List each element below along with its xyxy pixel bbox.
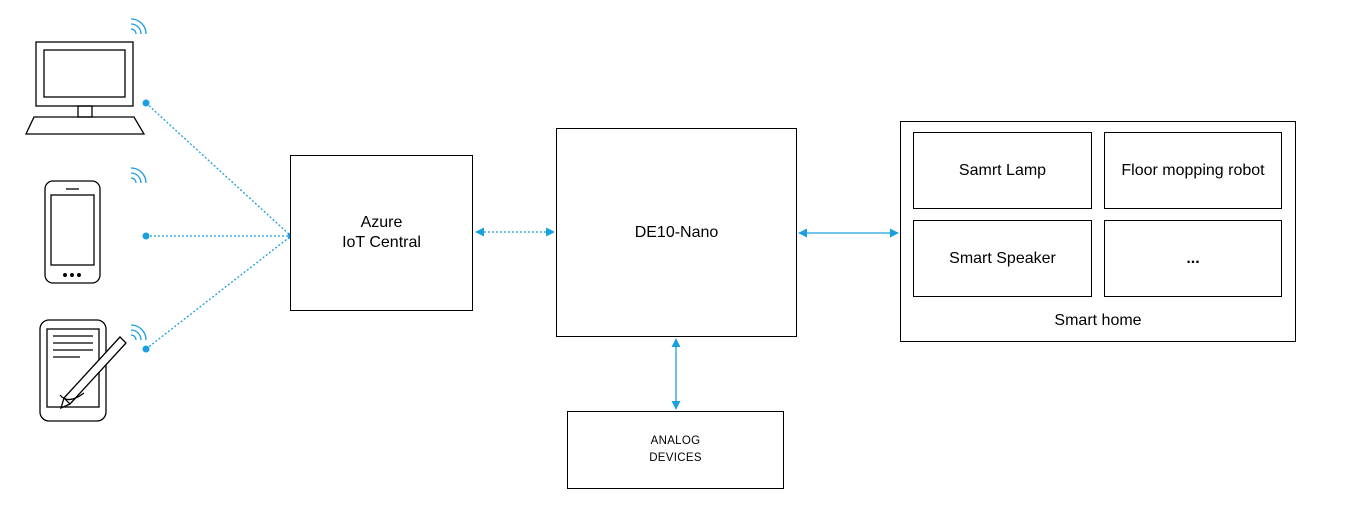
- smart-speaker-node: Smart Speaker: [913, 220, 1092, 297]
- smart-home-group: Samrt Lamp Floor mopping robot Smart Spe…: [900, 121, 1296, 342]
- azure-label: Azure IoT Central: [342, 214, 421, 251]
- floor-mopping-robot-node: Floor mopping robot: [1104, 132, 1282, 209]
- wifi-icon: [130, 18, 147, 35]
- wifi-icon: [130, 324, 147, 341]
- de10-nano-node: DE10-Nano: [556, 128, 797, 337]
- de10-label: DE10-Nano: [634, 223, 719, 241]
- analog-label: ANALOG DEVICES: [649, 435, 702, 464]
- device-links: [145, 102, 292, 350]
- more-devices-node: ...: [1104, 220, 1282, 297]
- wifi-icon: [130, 167, 147, 184]
- smartphone-icon: [44, 180, 101, 284]
- azure-iot-central-node: Azure IoT Central: [290, 155, 473, 311]
- tablet-stylus-icon: [39, 319, 127, 422]
- smart-home-label: Smart home: [1054, 312, 1142, 329]
- desktop-computer-icon: [24, 41, 146, 135]
- smart-lamp-node: Samrt Lamp: [913, 132, 1092, 209]
- link-endpoints: [142, 99, 295, 353]
- analog-devices-node: ANALOG DEVICES: [567, 411, 784, 489]
